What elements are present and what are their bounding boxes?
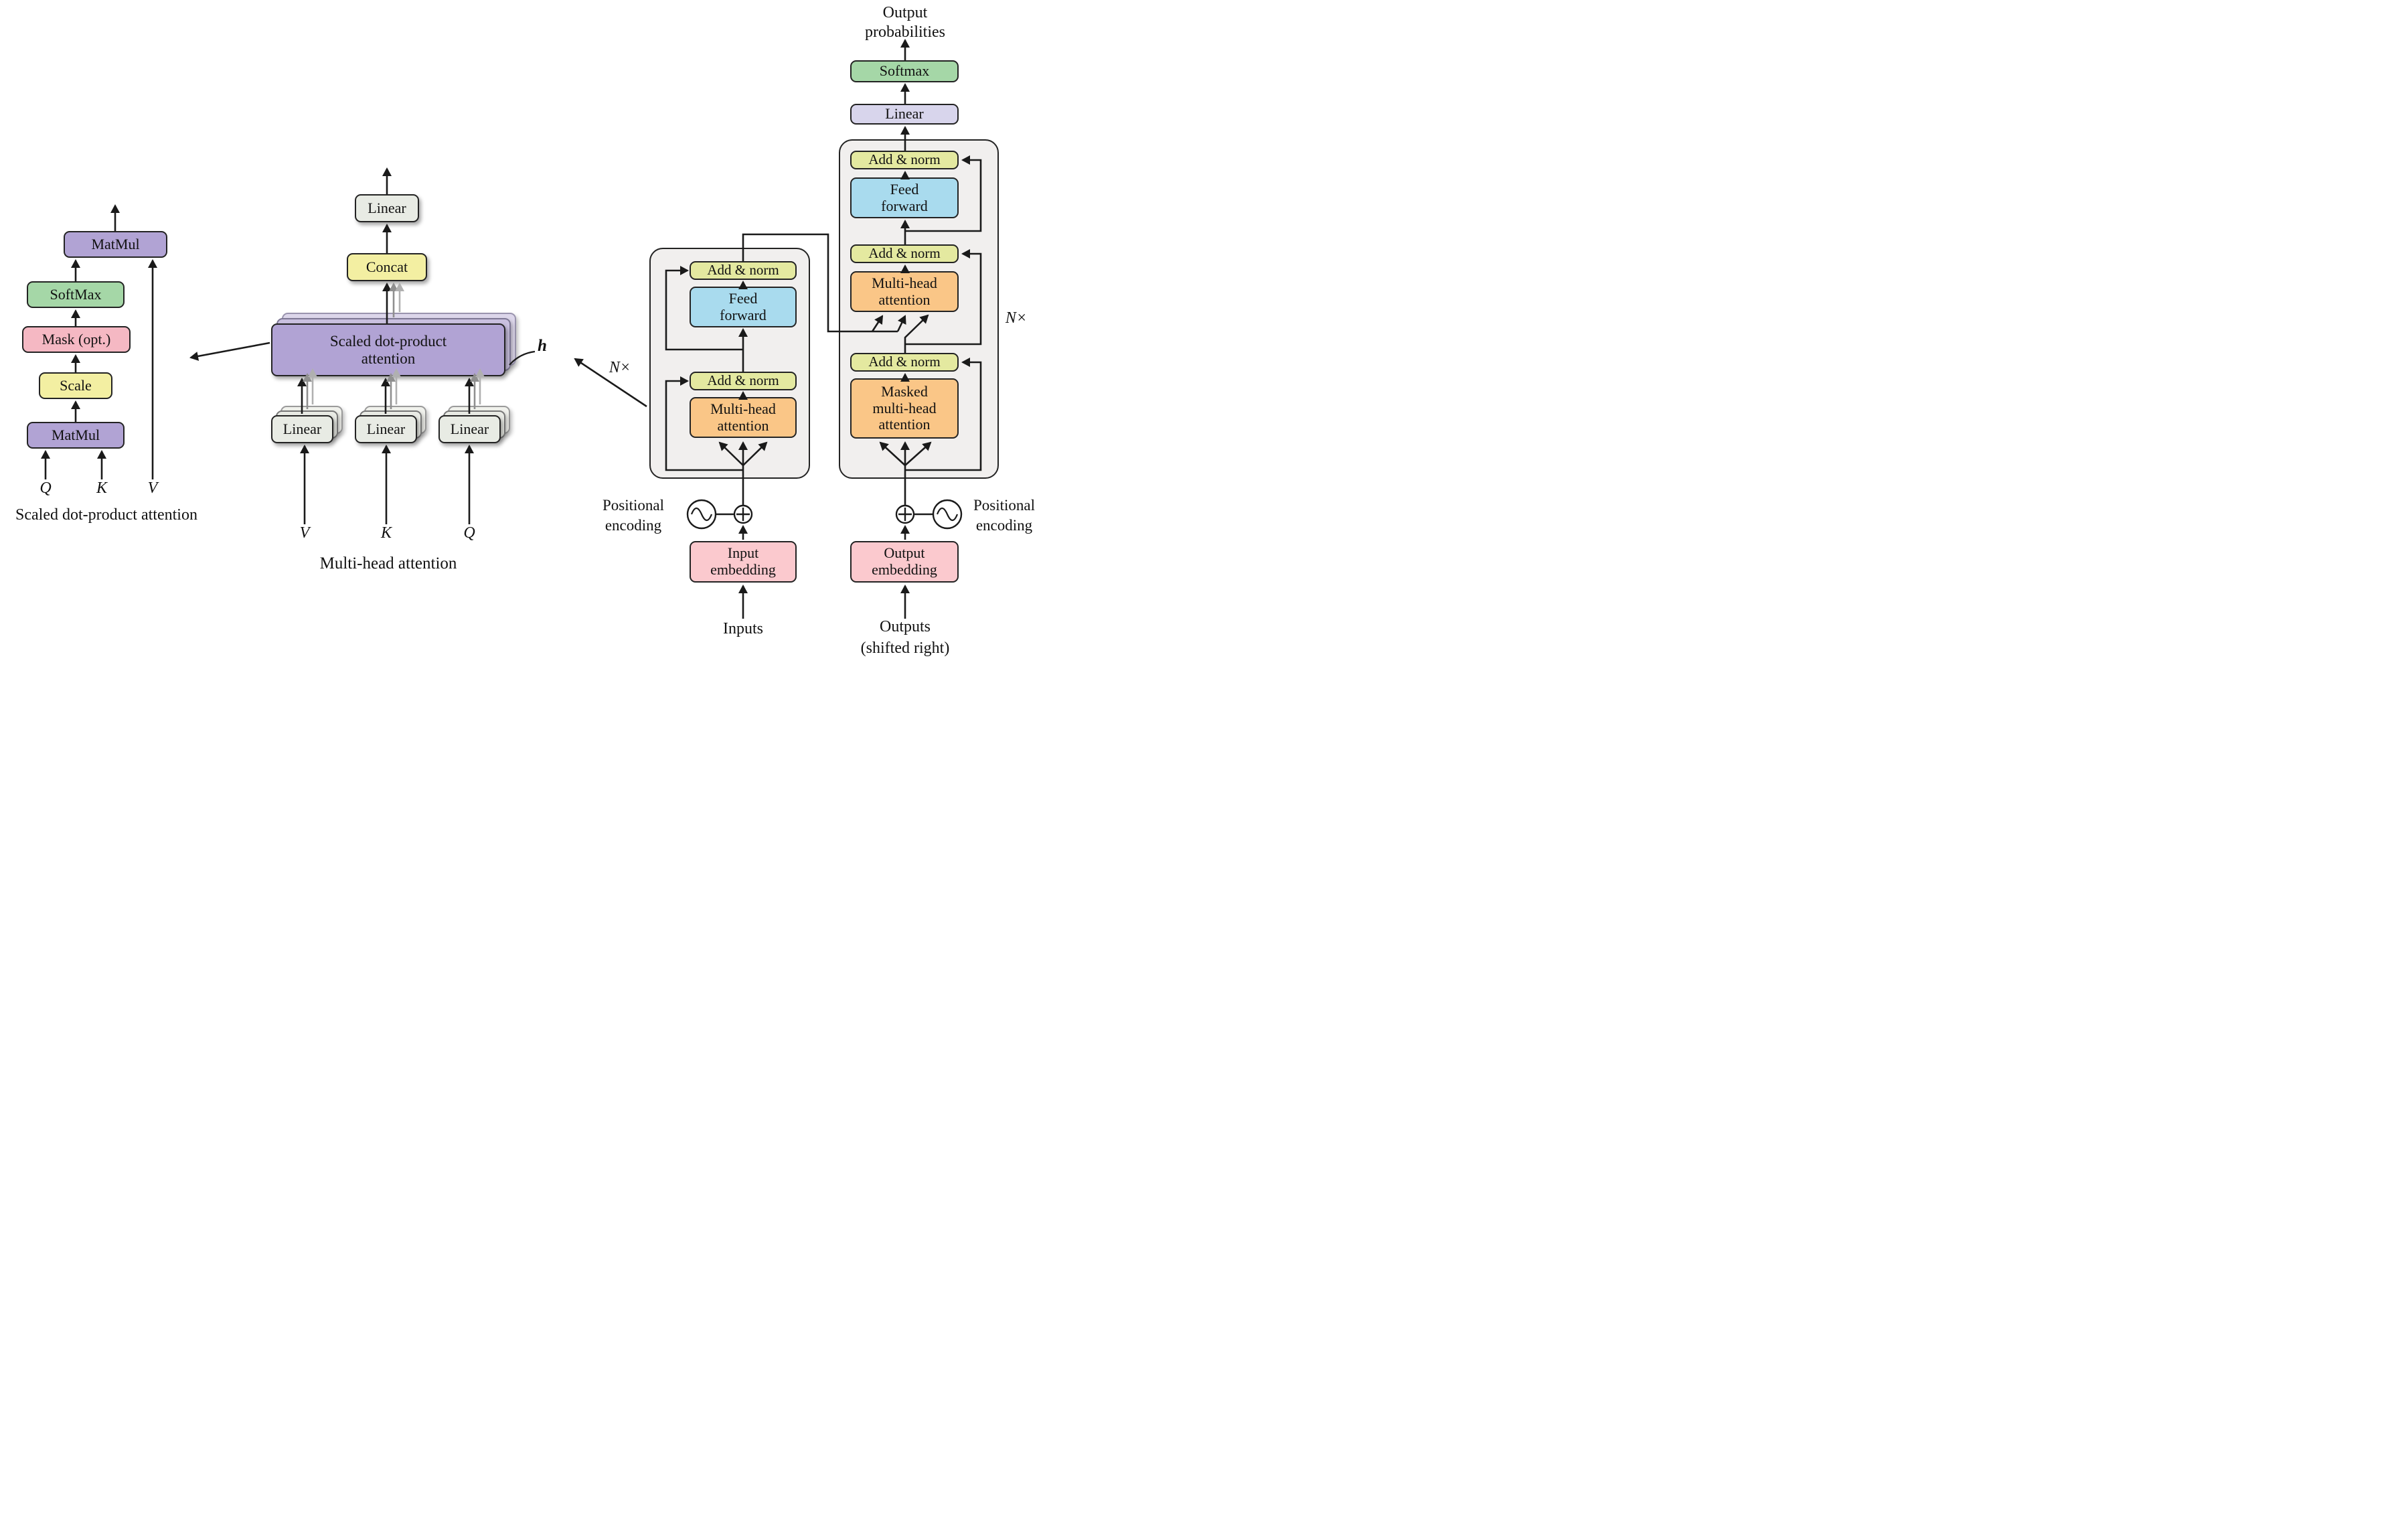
decoder-masked-multi-head-attention-box: Masked multi-head attention (850, 378, 959, 439)
output-probabilities-label: Output probabilities (865, 4, 945, 41)
mha-linear-v-box: Linear (271, 415, 333, 443)
mha-input-q-label: Q (463, 524, 475, 542)
mha-sdpa-box: Scaled dot-product attention (271, 323, 505, 376)
sdpa-input-q-label: Q (39, 479, 52, 497)
sdpa-scale-box: Scale (39, 372, 112, 399)
positional-encoding-right-label: Positional encoding (973, 497, 1035, 534)
sdpa-matmul-top-box: MatMul (64, 231, 167, 258)
encoder-add-norm-2-box: Add & norm (690, 372, 797, 390)
encoder-n-stack-label: N× (609, 359, 631, 376)
plus-adder-icon (733, 504, 753, 524)
mha-caption: Multi-head attention (319, 554, 457, 573)
decoder-add-norm-1-box: Add & norm (850, 151, 959, 169)
outputs-label: Outputs (shifted right) (860, 618, 950, 657)
decoder-feed-forward-box: Feed forward (850, 177, 959, 218)
sdpa-softmax-box: SoftMax (27, 281, 125, 308)
sdpa-input-k-label: K (96, 479, 108, 497)
sine-wave-icon (932, 499, 963, 530)
mha-input-k-label: K (380, 524, 392, 542)
positional-encoding-symbols (686, 499, 963, 530)
sdpa-caption: Scaled dot-product attention (15, 506, 197, 524)
output-embedding-box: Output embedding (850, 541, 959, 583)
encoder-add-norm-1-box: Add & norm (690, 261, 797, 280)
transformer-softmax-box: Softmax (850, 60, 959, 82)
mha-input-v-label: V (299, 524, 310, 542)
sdpa-expansion-arrow (189, 341, 270, 361)
sine-wave-icon (686, 499, 717, 530)
mha-concat-box: Concat (347, 253, 427, 281)
decoder-multi-head-attention-box: Multi-head attention (850, 271, 959, 312)
mha-linear-k-box: Linear (355, 415, 417, 443)
sdpa-mask-box: Mask (opt.) (22, 326, 131, 353)
transformer-architecture-figure: MatMul SoftMax Mask (opt.) Scale MatMul … (0, 0, 1042, 658)
encoder-feed-forward-box: Feed forward (690, 287, 797, 327)
mha-heads-label: h (538, 337, 547, 355)
sdpa-matmul-bottom-box: MatMul (27, 422, 125, 449)
decoder-add-norm-2-box: Add & norm (850, 244, 959, 263)
input-embedding-box: Input embedding (690, 541, 797, 583)
decoder-n-stack-label: N× (1005, 309, 1028, 327)
encoder-stack-container (649, 248, 810, 479)
positional-encoding-left-label: Positional encoding (602, 497, 664, 534)
decoder-add-norm-3-box: Add & norm (850, 353, 959, 372)
transformer-linear-box: Linear (850, 104, 959, 125)
mha-linear-out-box: Linear (355, 194, 419, 222)
plus-adder-icon (895, 504, 915, 524)
encoder-multi-head-attention-box: Multi-head attention (690, 397, 797, 438)
mha-linear-q-box: Linear (438, 415, 501, 443)
sdpa-input-v-label: V (147, 479, 158, 497)
inputs-label: Inputs (723, 620, 763, 637)
